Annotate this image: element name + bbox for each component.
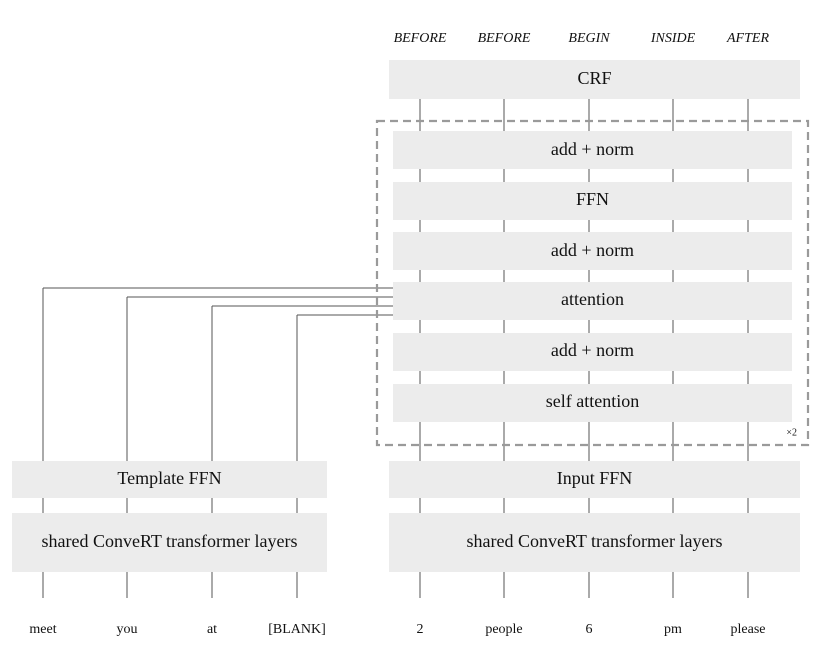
output-tag: BEFORE [478,31,531,46]
input-token: 6 [586,622,593,637]
input-tokens: 2 people 6 pm please [417,622,766,637]
template-token: you [117,622,138,637]
template-token: meet [29,622,56,637]
input-encoder-label: shared ConveRT transformer layers [466,531,722,551]
stack-block-ffn [393,182,792,220]
template-token: [BLANK] [268,622,326,637]
input-ffn-label: Input FFN [557,468,633,488]
template-ffn-box [12,461,327,498]
input-token: people [485,622,522,637]
stack-block-add-norm-top [393,131,792,169]
stack-block-attention [393,282,792,320]
stack-block-add-norm-bottom [393,333,792,371]
repeat-count: ×2 [786,427,797,438]
stack-block-self-attention [393,384,792,422]
stack-block-label: add + norm [551,340,634,360]
output-tag: BEFORE [394,31,447,46]
repeat-frame [375,119,810,447]
stack-block-add-norm-middle [393,232,792,270]
output-tag: INSIDE [650,31,696,46]
input-token: please [731,622,766,637]
stack-block-label: add + norm [551,139,634,159]
output-tag: BEGIN [568,31,610,46]
crf-label: CRF [577,68,611,88]
stack-block-label: add + norm [551,240,634,260]
template-encoder-box [12,513,327,572]
input-encoder-box [389,513,800,572]
input-ffn-box [389,461,800,498]
template-encoder-label: shared ConveRT transformer layers [41,531,297,551]
template-ffn-label: Template FFN [117,468,221,488]
output-tags: BEFORE BEFORE BEGIN INSIDE AFTER [394,31,770,46]
stack-block-label: attention [561,289,624,309]
template-branch: Template FFN shared ConveRT transformer … [12,461,327,572]
input-token: 2 [417,622,424,637]
transformer-stack: add + norm FFN add + norm attention add … [375,119,810,447]
template-tokens: meet you at [BLANK] [29,622,325,637]
crf-box [389,60,800,99]
crf-layer: CRF [389,60,800,99]
stack-block-label: FFN [576,189,609,209]
input-token: pm [664,622,682,637]
template-token: at [207,622,217,637]
input-branch: Input FFN shared ConveRT transformer lay… [389,461,800,572]
output-tag: AFTER [726,31,769,46]
stack-block-label: self attention [546,391,639,411]
